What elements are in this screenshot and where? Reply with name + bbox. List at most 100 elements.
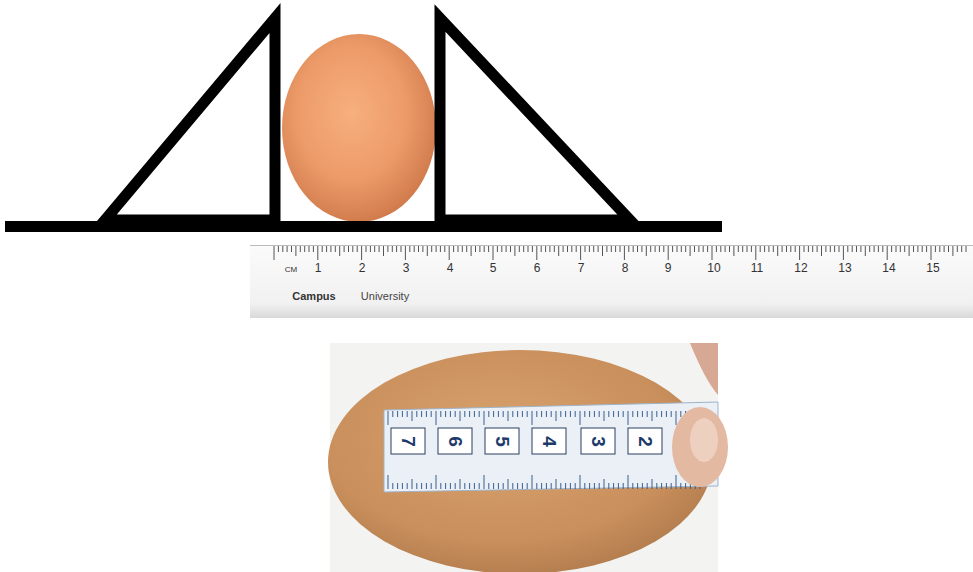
ruler-tick xyxy=(295,246,296,256)
tape-tick xyxy=(388,475,389,489)
tape-tick xyxy=(666,411,667,417)
tape-tick xyxy=(608,483,609,489)
ruler-tick xyxy=(948,246,949,252)
ruler-tick xyxy=(917,246,918,252)
tape-tick xyxy=(589,411,590,417)
ruler-number: 1 xyxy=(315,262,322,274)
ruler-tick xyxy=(751,246,752,252)
ruler-tick xyxy=(585,246,586,252)
ruler-tick xyxy=(878,246,879,252)
tape-tick xyxy=(421,411,422,417)
ruler-tick xyxy=(348,246,349,252)
tape-tick xyxy=(450,411,451,417)
ruler-tick xyxy=(317,246,318,260)
tape-tick xyxy=(522,411,523,417)
ruler-number: 14 xyxy=(882,262,895,274)
ruler-tick xyxy=(830,246,831,252)
ruler-tick xyxy=(729,246,730,252)
tape-tick xyxy=(584,411,585,417)
tape-tick xyxy=(536,411,537,417)
tape-tick xyxy=(479,483,480,489)
ruler-tick xyxy=(519,246,520,252)
ruler-tick xyxy=(957,246,958,252)
ruler-tick xyxy=(541,246,542,252)
tape-tick xyxy=(623,483,624,489)
ruler-tick xyxy=(287,246,288,252)
tape-number: 4 xyxy=(539,436,558,447)
ruler-number: 9 xyxy=(665,262,672,274)
ruler-tick xyxy=(488,246,489,252)
tape-tick xyxy=(517,483,518,489)
tape-tick xyxy=(455,483,456,489)
ruler-tick xyxy=(817,246,818,252)
tape-tick xyxy=(647,411,648,417)
tape-tick xyxy=(503,483,504,489)
tape-tick xyxy=(656,411,657,417)
ruler-tick xyxy=(620,246,621,252)
tape-tick xyxy=(426,411,427,417)
ruler-tick xyxy=(712,246,713,260)
tape-tick xyxy=(652,479,653,489)
ruler-tick xyxy=(611,246,612,252)
tape-tick xyxy=(450,483,451,489)
tape-tick xyxy=(469,483,470,489)
ruler-tick xyxy=(641,246,642,252)
ruler-tick xyxy=(624,246,625,260)
tape-tick xyxy=(652,411,653,421)
ruler-tick xyxy=(484,246,485,252)
tape-tick xyxy=(412,411,413,421)
tape-tick xyxy=(536,483,537,489)
unit-label: CM xyxy=(285,266,297,274)
ruler-tick xyxy=(707,246,708,252)
ruler-tick xyxy=(427,246,428,256)
tape-tick xyxy=(575,411,576,417)
tape-tick xyxy=(484,475,485,489)
ruler-tick xyxy=(896,246,897,252)
tape-tick xyxy=(416,411,417,417)
ruler-tick xyxy=(352,246,353,252)
tape-tick xyxy=(498,411,499,417)
ruler-tick xyxy=(554,246,555,252)
ruler-tick xyxy=(322,246,323,252)
ruler-tick xyxy=(655,246,656,252)
ruler-number: 11 xyxy=(751,262,763,274)
tape-tick xyxy=(412,479,413,489)
ruler-tick xyxy=(786,246,787,252)
tape-tick xyxy=(508,479,509,489)
ruler-tick xyxy=(852,246,853,252)
ruler-tick xyxy=(401,246,402,252)
tape-number-box xyxy=(391,428,425,454)
tape-tick xyxy=(599,411,600,417)
thumb xyxy=(672,407,728,487)
ruler-tick xyxy=(545,246,546,252)
tape-tick xyxy=(508,411,509,421)
tape-tick xyxy=(512,483,513,489)
ruler-tick xyxy=(462,246,463,252)
ruler-tick xyxy=(637,246,638,252)
ruler-tick xyxy=(716,246,717,252)
ruler-tick xyxy=(913,246,914,252)
ruler-tick xyxy=(471,246,472,256)
tape-tick xyxy=(527,483,528,489)
ruler-number: 8 xyxy=(622,262,629,274)
tape-tick xyxy=(589,483,590,489)
ruler-tick xyxy=(939,246,940,252)
ruler-tick xyxy=(777,246,778,256)
ruler-tick xyxy=(339,246,340,256)
ruler-tick xyxy=(571,246,572,252)
tape-tick xyxy=(527,411,528,417)
ruler-tick xyxy=(633,246,634,252)
tape-tick xyxy=(464,411,465,417)
ruler-tick xyxy=(650,246,651,252)
ruler-tick xyxy=(344,246,345,252)
tape-number-box xyxy=(532,428,566,454)
ruler-tick xyxy=(935,246,936,252)
ruler-tick xyxy=(379,246,380,252)
ruler-tick xyxy=(768,246,769,252)
ruler-tick xyxy=(326,246,327,252)
ruler-tick xyxy=(475,246,476,252)
tape-number-box xyxy=(438,428,472,454)
thumb-nail xyxy=(690,418,718,462)
tape-tick xyxy=(493,483,494,489)
